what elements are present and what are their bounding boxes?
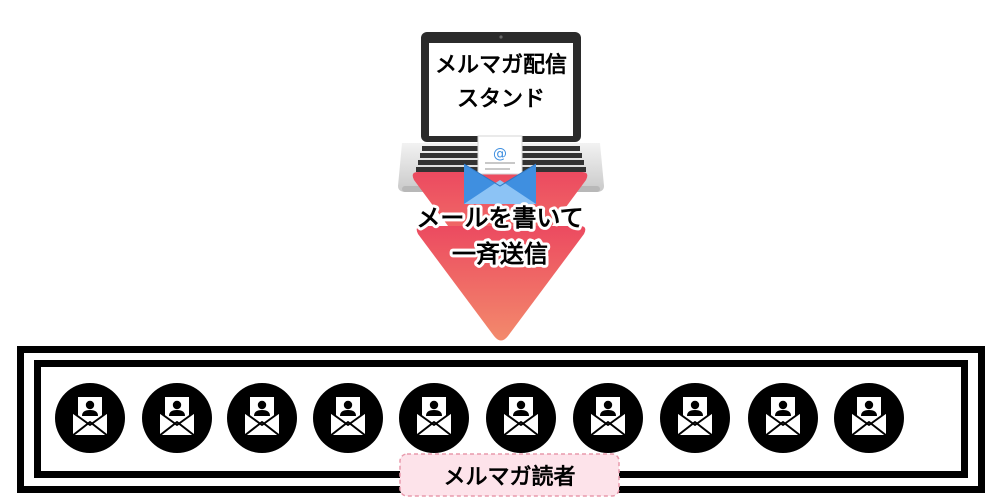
- send-arrow: [412, 172, 588, 341]
- reader-mail-icon: [486, 383, 556, 453]
- action-line2: 一斉送信: [452, 240, 548, 268]
- sender-title-line1: メルマガ配信: [435, 52, 567, 78]
- reader-mail-icon: [660, 383, 730, 453]
- readers-label-box: メルマガ読者: [399, 453, 620, 497]
- reader-mail-icon: [573, 383, 643, 453]
- reader-mail-icon: [142, 383, 212, 453]
- reader-mail-icon: [834, 383, 904, 453]
- readers-row: [55, 383, 904, 453]
- readers-label: メルマガ読者: [443, 464, 575, 490]
- reader-mail-icon: [313, 383, 383, 453]
- reader-mail-icon: [55, 383, 125, 453]
- action-line1: メールを書いて: [416, 204, 583, 232]
- sender-title-line2: スタンド: [457, 87, 545, 112]
- reader-mail-icon: [748, 383, 818, 453]
- reader-mail-icon: [227, 383, 297, 453]
- email-envelope-icon: @: [463, 135, 537, 204]
- at-sign-icon: @: [493, 146, 507, 162]
- reader-mail-icon: [399, 383, 469, 453]
